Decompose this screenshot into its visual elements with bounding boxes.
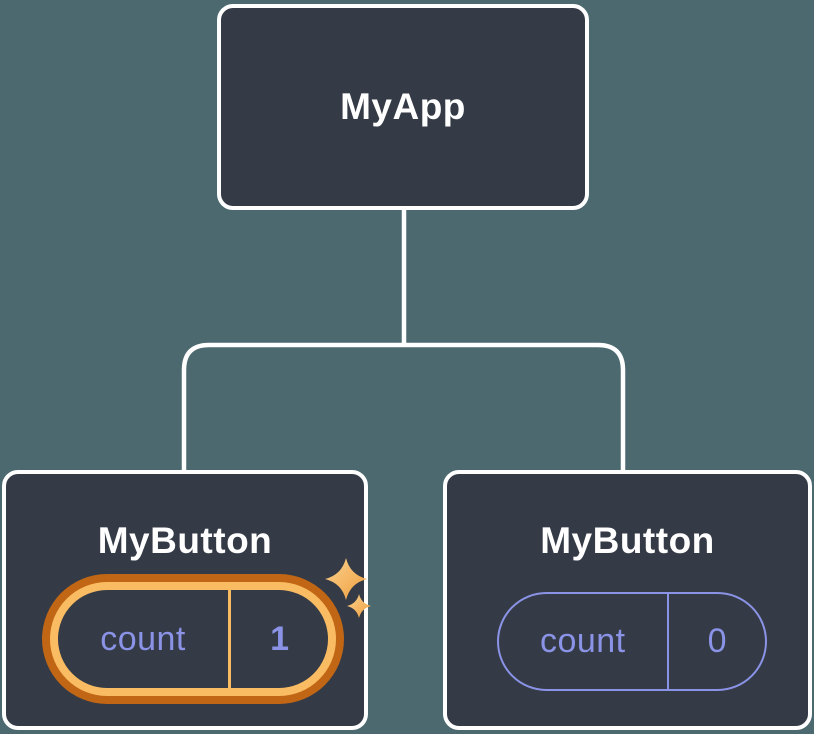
node-mybutton-right-label: MyButton xyxy=(540,520,715,561)
state-pill-plain: count 0 xyxy=(497,592,767,691)
pill-divider xyxy=(228,590,232,688)
node-mybutton-right: MyButton count 0 xyxy=(443,470,812,730)
state-name-label: count xyxy=(100,619,186,658)
sparkles-icon xyxy=(325,558,371,618)
state-value-label: 1 xyxy=(270,619,289,658)
state-value-label: 0 xyxy=(707,622,727,660)
node-myapp: MyApp xyxy=(217,4,589,210)
state-name-label: count xyxy=(539,622,626,660)
node-mybutton-left-label: MyButton xyxy=(97,520,273,561)
node-mybutton-left: MyButton count 1 xyxy=(2,470,371,730)
pill-divider xyxy=(666,594,670,689)
state-pill-highlighted: count 1 xyxy=(42,574,344,704)
node-myapp-label: MyApp xyxy=(340,86,466,127)
